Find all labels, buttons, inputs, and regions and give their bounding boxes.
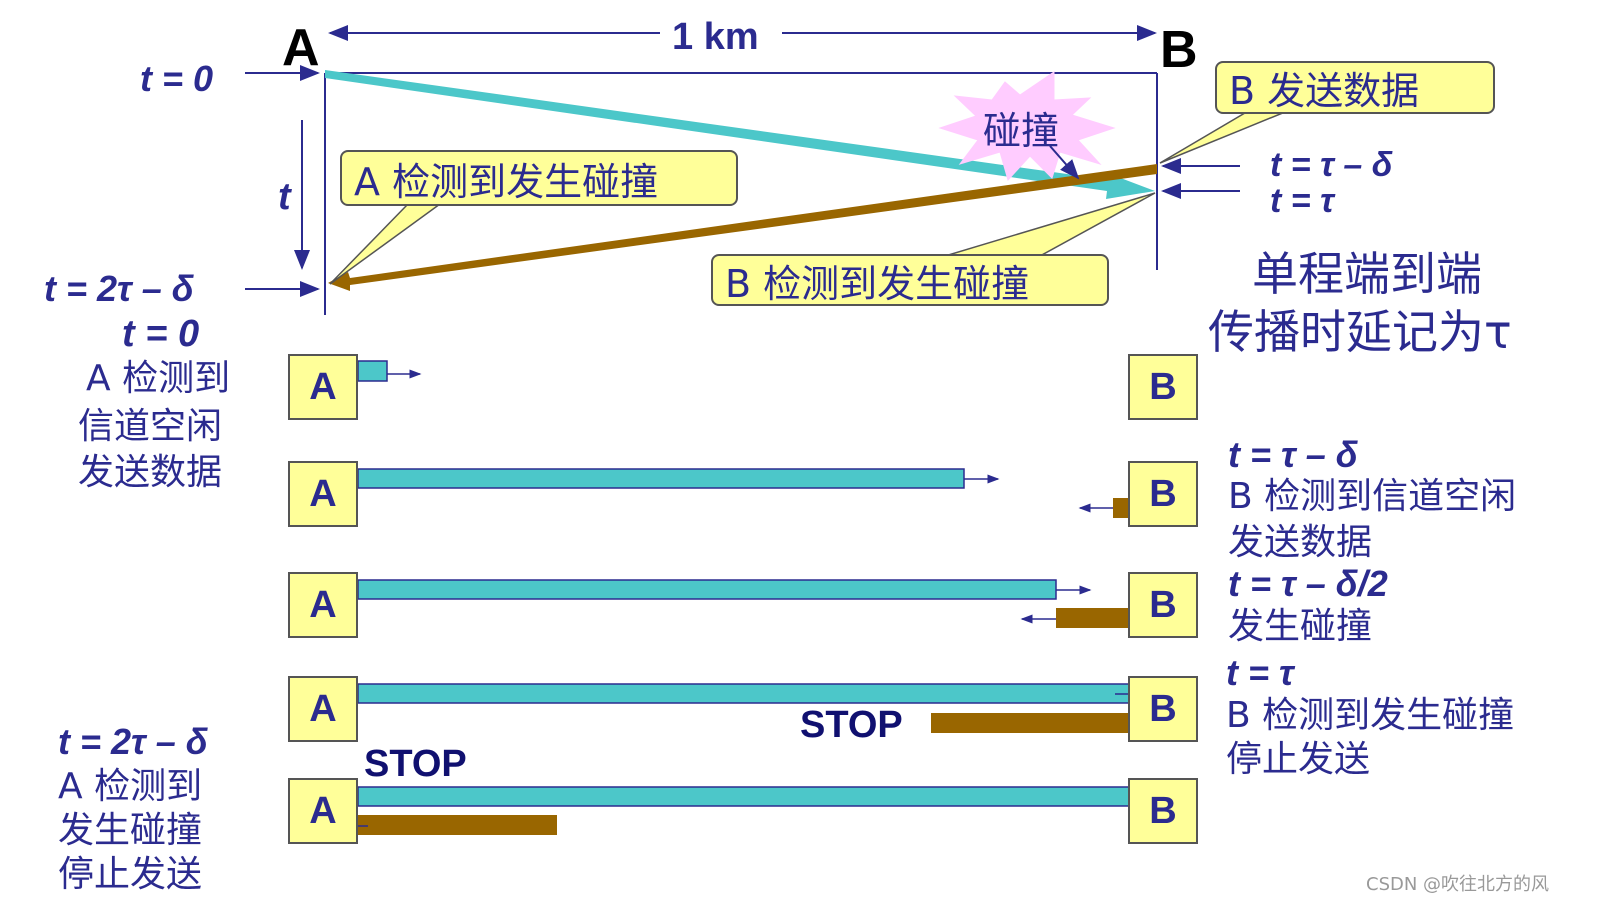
endpoint-b-label: B [1160,21,1198,79]
signal-a-diagonal [325,70,1155,199]
row5-signal-a [357,786,1130,807]
row2-signal-a [357,468,965,489]
row4-stop-label: STOP [800,704,903,746]
row5-stop-label: STOP [364,743,467,785]
distance-label: 1 km [672,16,759,58]
row1-left-line3: 信道空闲 [78,406,223,447]
row5-station-a: A [288,778,358,844]
signal-b-diagonal [328,164,1157,291]
row1-left-line1: t = 0 [122,313,200,355]
t-label: t [278,176,291,218]
t0-label: t = 0 [140,58,214,99]
row3-right-line2: 发生碰撞 [1228,606,1373,647]
row1-left-line2: A 检测到 [86,358,231,399]
row4-signal-b [931,713,1129,733]
row2-signal-b [1113,498,1129,518]
row3-signal-a [357,579,1057,600]
row3-station-b: B [1128,572,1198,638]
row1-station-a: A [288,354,358,420]
row5-left-line1: t = 2τ – δ [58,721,208,762]
b-detects-callout: B 检测到发生碰撞 [711,254,1109,306]
row5-left-line4: 停止发送 [58,854,203,895]
t-2tau-delta-label: t = 2τ – δ [44,268,194,309]
row5-signal-b [358,815,557,835]
one-way-delay-line2: 传播时延记为τ [1208,305,1512,359]
row1-left-line4: 发送数据 [78,452,223,493]
row5-left-line3: 发生碰撞 [58,810,203,851]
a-detects-callout: A 检测到发生碰撞 [340,150,738,206]
collision-label: 碰撞 [983,109,1060,153]
endpoint-a-label: A [282,19,320,77]
row3-right-line1: t = τ – δ/2 [1228,563,1388,604]
row1-station-b: B [1128,354,1198,420]
row1-signal-a [357,360,388,382]
row2-right-line2: B 检测到信道空闲 [1228,476,1517,517]
row3-station-a: A [288,572,358,638]
row4-right-line2: B 检测到发生碰撞 [1226,695,1515,736]
row2-station-a: A [288,461,358,527]
row3-signal-b [1056,608,1129,628]
one-way-delay-line1: 单程端到端 [1252,247,1482,301]
row4-station-a: A [288,676,358,742]
row5-station-b: B [1128,778,1198,844]
t-tau-label: t = τ [1270,182,1334,220]
row4-station-b: B [1128,676,1198,742]
t-tau-minus-delta-label: t = τ – δ [1270,146,1393,184]
row5-left-line2: A 检测到 [58,766,203,807]
b-sends-callout: B 发送数据 [1215,61,1495,114]
row4-signal-a [357,683,1130,704]
row2-right-line3: 发送数据 [1228,522,1373,563]
row4-right-line3: 停止发送 [1226,739,1371,780]
row2-station-b: B [1128,461,1198,527]
b-detects-callout-tail [944,192,1156,257]
row4-right-line1: t = τ [1226,652,1294,693]
row2-right-line1: t = τ – δ [1228,434,1358,475]
watermark: CSDN @吹往北方的风 [1366,874,1550,895]
collision-burst [938,71,1116,181]
collision-pointer [1049,145,1080,180]
